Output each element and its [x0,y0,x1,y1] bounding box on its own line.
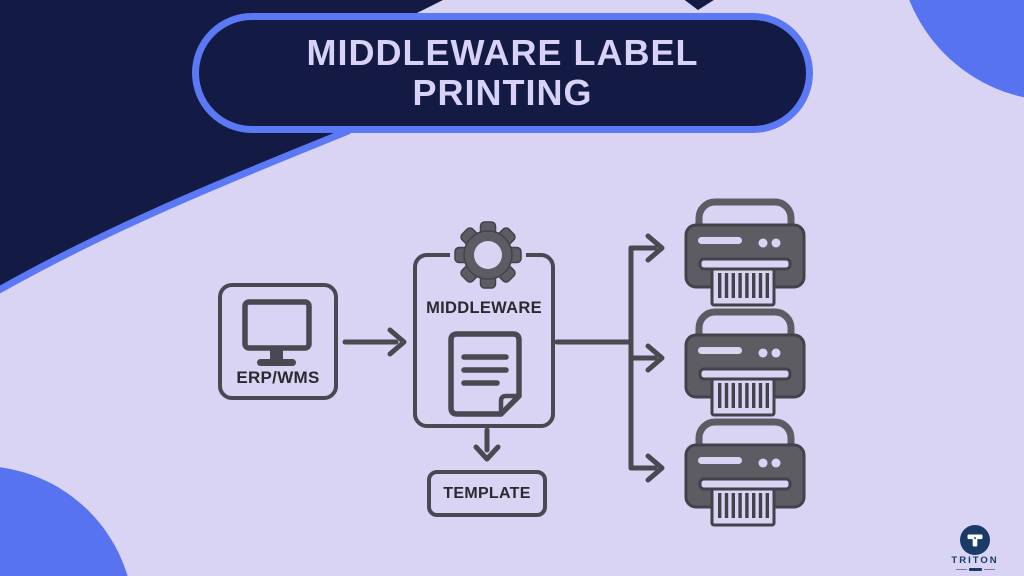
brand-name: TRITON [951,555,999,566]
corner-blob-bottom-left [0,467,128,576]
brand-logo: TRITON [942,525,1008,571]
erp-wms-node: ERP/WMS [218,283,338,400]
corner-blob-top-right [909,0,1024,98]
erp-wms-label: ERP/WMS [236,368,320,387]
navy-wedge-top [684,0,714,10]
triton-logo-icon [960,525,990,555]
middleware-label: MIDDLEWARE [426,299,542,317]
brand-tagline [955,567,995,571]
template-label: TEMPLATE [443,484,531,502]
title-line-2: PRINTING [412,72,593,113]
template-node: TEMPLATE [427,470,547,517]
title-banner: MIDDLEWARE LABEL PRINTING [192,13,813,133]
title-line-1: MIDDLEWARE LABEL [306,32,699,74]
middleware-node: MIDDLEWARE [413,253,555,428]
